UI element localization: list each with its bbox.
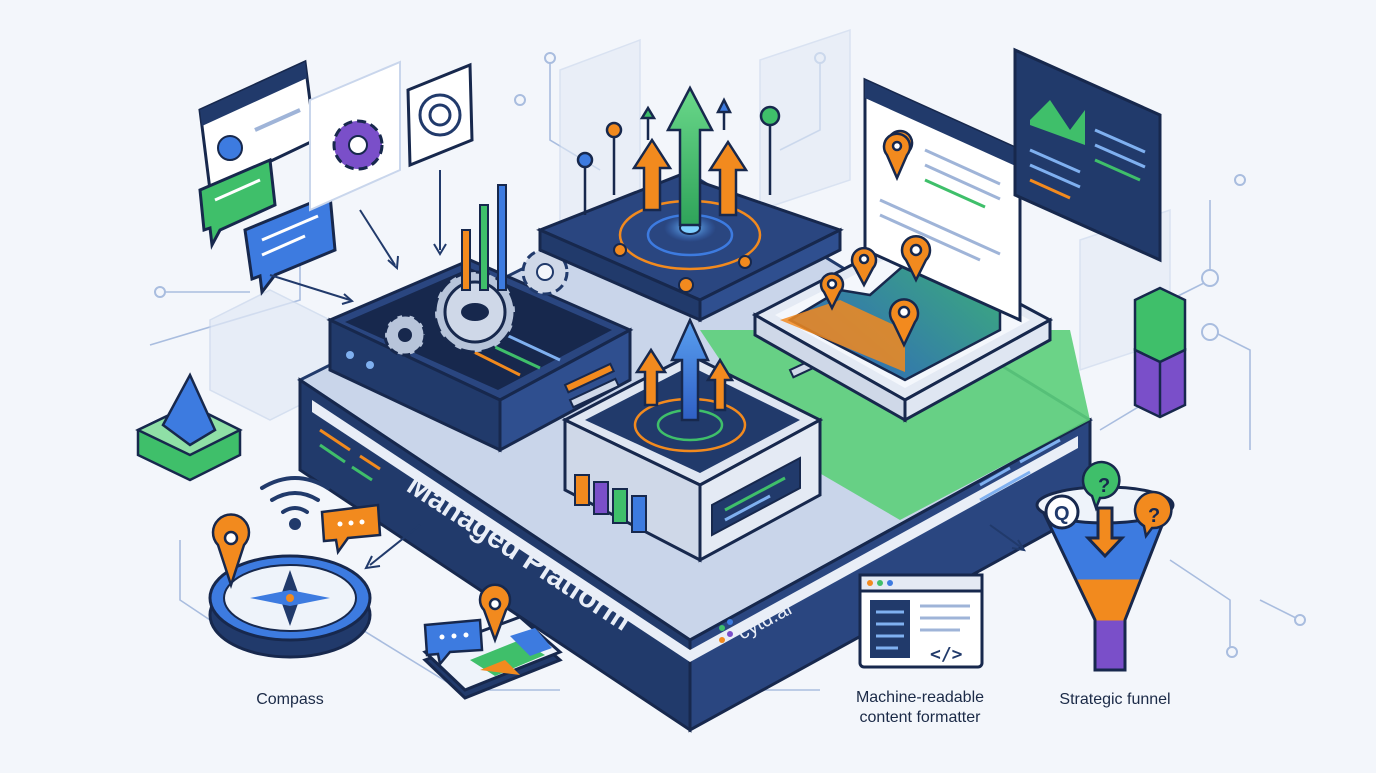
map-pin-icons [819, 129, 932, 348]
map-chat-bubble-icon [423, 618, 484, 667]
formatter-caption-line2: content formatter [859, 709, 981, 726]
gear-purple-icon [332, 119, 384, 171]
compass-icon [208, 554, 372, 659]
question-bubble-orange-icon: ? [1133, 490, 1173, 539]
monitor-panel [1013, 47, 1162, 263]
wifi-icon [260, 476, 330, 530]
pyramid-block [135, 372, 243, 482]
chat-bubble-blue-icon [243, 192, 337, 296]
circuit-nodes [154, 52, 1306, 658]
server-bars [461, 184, 507, 291]
funnel-caption: Strategic funnel [1059, 691, 1171, 708]
search-bubble-icon: Q [1044, 494, 1080, 530]
gear-large-icon [433, 270, 517, 354]
compass-map-pin-icon [211, 513, 251, 590]
flow-arrows [269, 170, 1026, 570]
question-mark-green: ? [1098, 475, 1110, 497]
gear-small-icon [383, 313, 427, 357]
code-tag-icon: </> [930, 644, 963, 665]
question-mark-orange: ? [1148, 505, 1160, 527]
search-letter: Q [1054, 503, 1070, 525]
growth-arrows-lower [634, 316, 735, 422]
map-card-pin-icon [478, 583, 512, 644]
formatter-caption: Machine-readable content formatter [815, 688, 1025, 728]
compass-caption: Compass [256, 691, 324, 708]
ai-knot-icon [406, 62, 474, 168]
chat-bubble-orange-icon [320, 503, 382, 556]
formatter-window: </> [858, 573, 984, 669]
funnel-icon [1035, 485, 1175, 672]
analytics-panel-top [536, 173, 844, 323]
chat-bubble-green-icon [198, 157, 277, 250]
colored-blocks [574, 474, 647, 533]
map-card [422, 615, 563, 700]
stacked-blocks [1133, 286, 1187, 419]
growth-arrows-top [576, 85, 781, 227]
formatter-caption-line1: Machine-readable [855, 689, 985, 706]
question-bubble-green-icon: ? [1081, 460, 1121, 512]
